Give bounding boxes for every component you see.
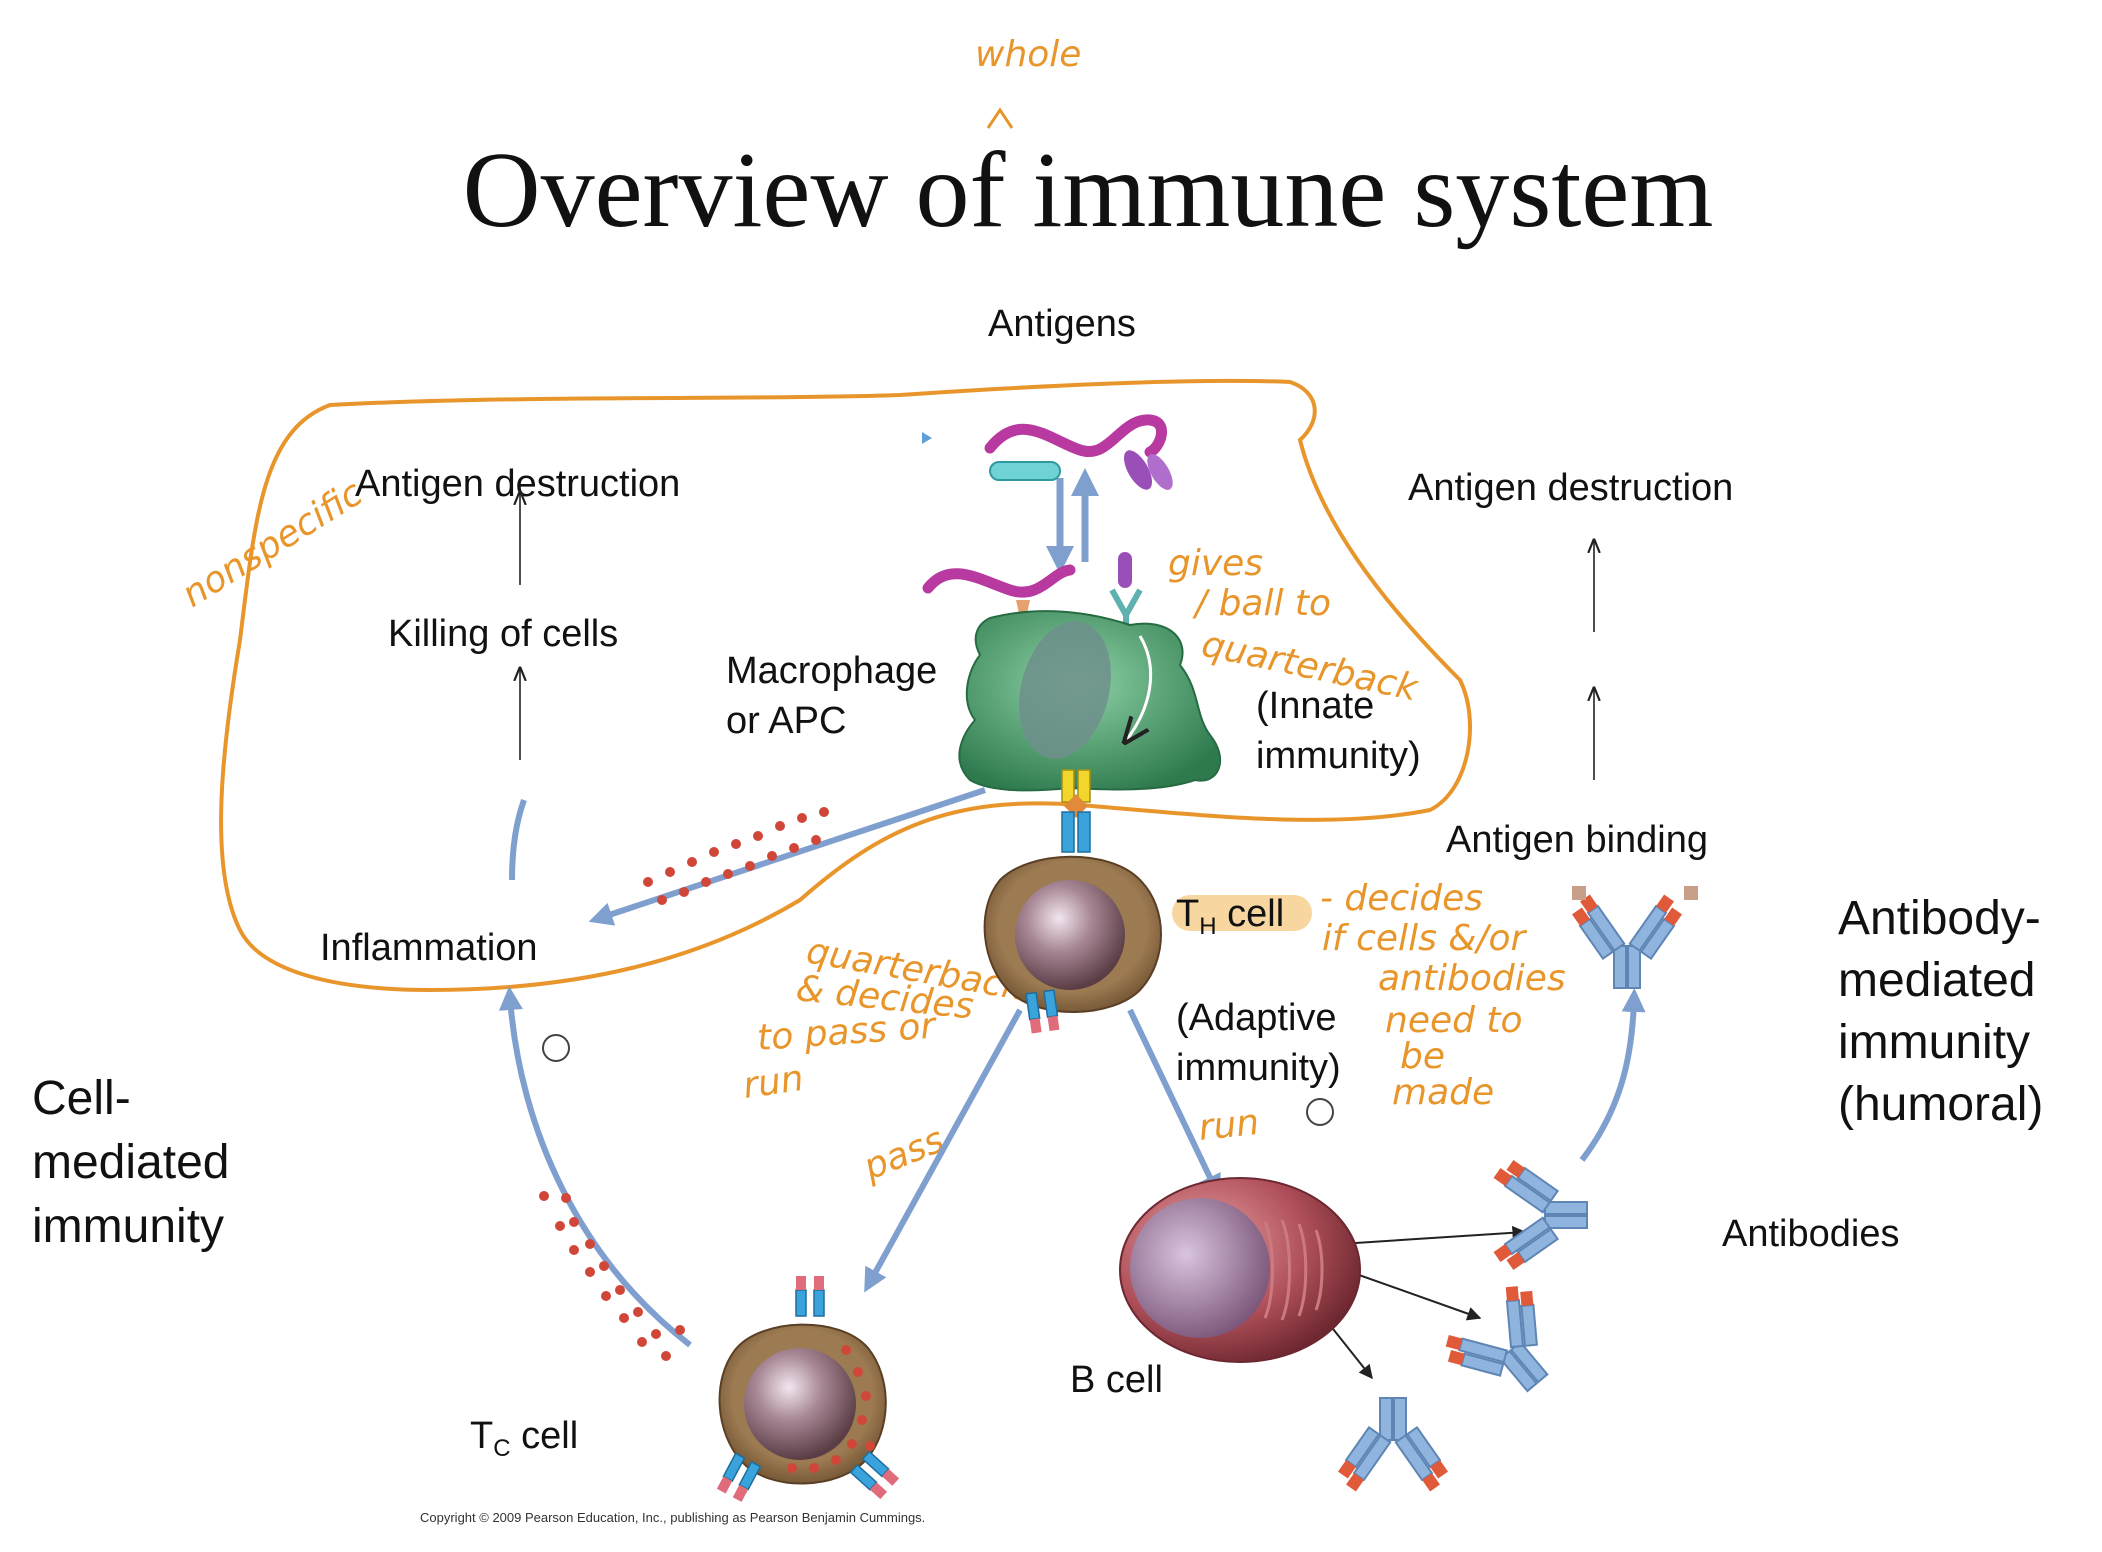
label-antibody-mediated-2: mediated xyxy=(1838,954,2035,1007)
macrophage-nucleus xyxy=(1019,621,1111,759)
internal-arrow xyxy=(1125,635,1153,742)
cytokine-dots-upper xyxy=(643,807,829,905)
antibody-binding-icon xyxy=(1567,886,1698,989)
small-triangle-icon xyxy=(922,432,932,444)
label-inflammation: Inflammation xyxy=(320,927,538,969)
antibody-icon-2 xyxy=(1431,1272,1584,1422)
tcr-left xyxy=(1061,811,1075,853)
label-killing-of-cells: Killing of cells xyxy=(388,613,618,655)
antigen-worm-icon xyxy=(984,414,1167,458)
annotation-decides-1: - decides xyxy=(1320,878,1483,919)
annotation-gives-2: / ball to xyxy=(1192,583,1331,624)
label-macrophage-1: Macrophage xyxy=(726,650,937,692)
antigen-pill-icon-2 xyxy=(1147,454,1173,490)
label-macrophage-2: or APC xyxy=(726,700,846,742)
annotation-qb-4: run xyxy=(741,1058,807,1107)
annotation-qb-3: to pass or xyxy=(756,1005,939,1058)
label-antibody-mediated-3: immunity xyxy=(1838,1016,2030,1069)
arrow-th-to-tc xyxy=(864,1008,1023,1293)
nonspecific-boundary xyxy=(219,378,1472,993)
antigen-rod-icon xyxy=(989,461,1061,481)
arrow-inflammation-to-killing xyxy=(509,798,527,881)
annotation-whole: whole xyxy=(975,34,1081,75)
annotation-decides-4: need to xyxy=(1385,1000,1523,1041)
th-highlight xyxy=(1172,895,1312,931)
annotation-decides-3: antibodies xyxy=(1378,958,1566,999)
antigen-pill-icon xyxy=(1124,450,1152,490)
annotation-nonspecific: nonspecific xyxy=(175,473,370,616)
th-nucleus xyxy=(1015,880,1125,990)
label-cell-mediated-2: mediated xyxy=(32,1136,229,1189)
marker-circle-right xyxy=(1306,1098,1334,1126)
arrow-antibodies-to-binding xyxy=(1579,988,1646,1162)
bound-antigen-pill xyxy=(1118,552,1132,588)
label-th-cell: TH cell xyxy=(1176,893,1284,940)
antigen-group-top xyxy=(922,414,1173,490)
label-antibody-mediated-1: Antibody- xyxy=(1838,892,2041,945)
tcr-right xyxy=(1077,811,1091,853)
annotation-decides-5: be xyxy=(1400,1036,1445,1077)
marker-circle-left xyxy=(542,1034,570,1062)
b-cell-er xyxy=(1263,1219,1324,1321)
arrow-bcell-to-antibody-1 xyxy=(1339,1225,1527,1245)
annotation-gives-1: gives xyxy=(1168,543,1263,584)
arrow-bcell-to-antibody-2 xyxy=(1344,1269,1482,1321)
label-antigens: Antigens xyxy=(988,303,1136,345)
page-title: Overview of immune system xyxy=(463,131,1714,250)
antibody-icon-3 xyxy=(1333,1397,1453,1493)
tc-dots xyxy=(787,1345,875,1473)
antibody-icon-1 xyxy=(1492,1155,1588,1275)
label-antigen-destruction-left: Antigen destruction xyxy=(355,463,680,505)
label-antibody-mediated-4: (humoral) xyxy=(1838,1078,2043,1131)
label-antigen-binding: Antigen binding xyxy=(1446,819,1708,861)
cytotoxic-t-cell xyxy=(716,1275,900,1503)
arrow-th-to-bcell xyxy=(1127,1008,1221,1199)
label-innate-1: (Innate xyxy=(1256,685,1374,727)
antigen-worm-bound-icon xyxy=(922,564,1076,598)
caret-mark xyxy=(986,107,1014,129)
mhc-right xyxy=(1077,769,1091,803)
annotation-decides-6: made xyxy=(1392,1072,1494,1113)
annotation-run: run xyxy=(1197,1102,1261,1149)
label-cell-mediated-1: Cell- xyxy=(32,1072,131,1125)
annotation-decides-2: if cells &/or xyxy=(1322,918,1527,959)
b-cell-nucleus xyxy=(1130,1198,1270,1338)
cytokine-dots-lower xyxy=(539,1191,685,1361)
helper-t-cell xyxy=(983,855,1162,1035)
annotation-pass: pass xyxy=(857,1119,950,1188)
copyright-notice: Copyright © 2009 Pearson Education, Inc.… xyxy=(420,1510,925,1525)
arrow-tc-to-inflammation xyxy=(498,986,692,1348)
tc-receptor-top xyxy=(795,1275,825,1317)
mhc-left xyxy=(1061,769,1075,803)
b-cell xyxy=(1119,1177,1361,1363)
macrophage-cell xyxy=(922,552,1221,853)
label-innate-2: immunity) xyxy=(1256,735,1421,777)
label-adaptive-2: immunity) xyxy=(1176,1047,1341,1089)
label-antigen-destruction-right: Antigen destruction xyxy=(1408,467,1733,509)
label-antibodies: Antibodies xyxy=(1722,1213,1899,1255)
tc-nucleus xyxy=(744,1348,856,1460)
label-b-cell: B cell xyxy=(1070,1359,1163,1401)
label-tc-cell: TC cell xyxy=(470,1415,578,1462)
label-cell-mediated-3: immunity xyxy=(32,1200,224,1253)
label-adaptive-1: (Adaptive xyxy=(1176,997,1337,1039)
